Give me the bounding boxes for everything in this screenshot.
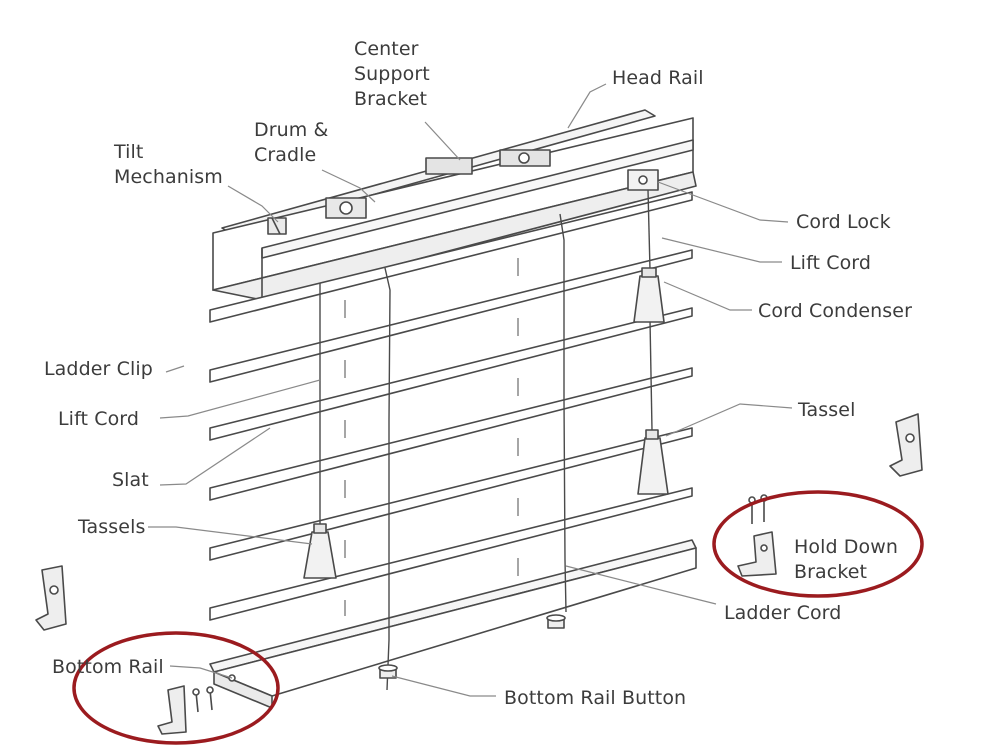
tilt-mechanism [267, 217, 287, 235]
label-slat: Slat [112, 469, 149, 491]
cord-condenser [633, 267, 665, 323]
leader-lines [148, 83, 793, 697]
center-support-bracket [425, 149, 551, 175]
label-head-rail: Head Rail [612, 67, 704, 89]
bottom-rail [209, 539, 697, 709]
slats [209, 191, 693, 621]
drum-and-cradle [325, 197, 367, 219]
label-bottom-rail-button: Bottom Rail Button [504, 687, 687, 709]
label-lift-cord-right: Lift Cord [790, 252, 872, 274]
bracket-left [35, 565, 67, 631]
highlight-bottom-rail [72, 631, 280, 745]
label-tassels: Tassels [78, 516, 146, 538]
label-ladder-clip: Ladder Clip [44, 358, 153, 380]
hold-down-bracket-bottom-left [157, 685, 214, 735]
label-ladder-cord: Ladder Cord [724, 602, 842, 624]
highlight-ellipses [72, 490, 924, 745]
tassel-right [637, 429, 669, 495]
bottom-rail-button-2 [546, 614, 566, 629]
label-cord-lock: Cord Lock [796, 211, 891, 233]
label-cord-condenser: Cord Condenser [758, 300, 912, 322]
label-drum-cradle: Drum & Cradle [254, 119, 329, 166]
label-bottom-rail: Bottom Rail [52, 656, 164, 678]
label-tilt-mechanism: Tilt Mechanism [114, 141, 223, 188]
label-hold-down-bracket: Hold Down Bracket [794, 536, 899, 583]
label-tassel: Tassel [798, 399, 856, 421]
highlight-hold-down-bracket [712, 490, 924, 598]
label-lift-cord-left: Lift Cord [58, 408, 140, 430]
cord-lock [627, 169, 659, 191]
bracket-top-right [889, 413, 923, 477]
label-center-support-bracket: Center Support Bracket [354, 38, 430, 110]
bottom-rail-button-1 [378, 664, 398, 679]
